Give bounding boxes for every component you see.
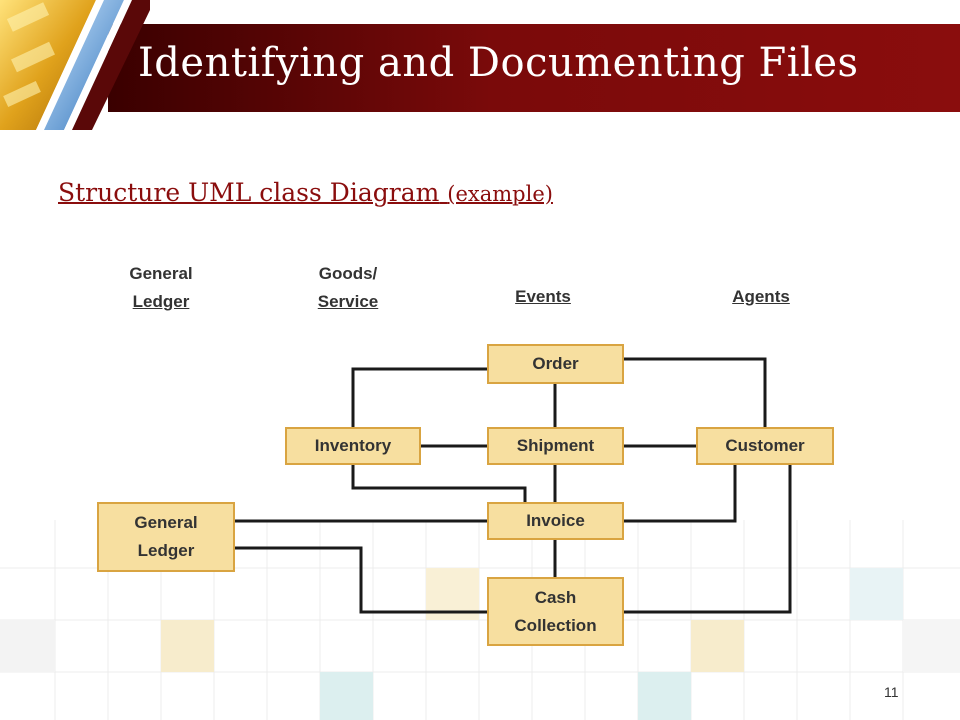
line-order-inventory [351,367,488,428]
node-cash-collection: Cash Collection [487,577,624,646]
node-label: Ledger [137,541,195,560]
page-number: 11 [884,684,899,700]
column-label-line: Ledger [132,292,190,311]
node-invoice: Invoice [487,502,624,540]
node-inventory: Inventory [285,427,421,465]
node-label: Invoice [526,511,585,530]
node-label: Collection [514,615,597,635]
node-shipment: Shipment [487,427,624,465]
node-label: Shipment [516,436,595,455]
node-label: Inventory [314,436,392,455]
column-label-general-ledger: General Ledger [108,260,214,316]
column-label-line: Goods/ [318,264,378,283]
column-label-goods-service: Goods/ Service [295,260,401,316]
column-label-line: Service [317,292,379,311]
node-general-ledger: General Ledger [97,502,235,572]
line-customer-invoice [623,464,737,523]
line-order-customer [623,357,767,428]
column-label-line: General [129,264,193,283]
subtitle-main: Structure UML class Diagram [58,178,440,207]
node-label: Customer [725,436,805,455]
node-customer: Customer [696,427,834,465]
subtitle-paren: (example) [447,182,553,206]
node-order: Order [487,344,624,384]
line-inventory-invoice [351,464,527,503]
node-label: Order [532,354,579,373]
diagram-subtitle: Structure UML class Diagram (example) [58,178,553,207]
column-label-agents: Agents [708,283,814,311]
line-ledger-cash [234,546,488,614]
node-label: Cash [534,587,577,607]
line-customer-cash [623,464,792,614]
slide-title: Identifying and Documenting Files [138,40,859,86]
node-label: General [134,513,198,532]
column-label-line: Agents [732,287,790,306]
gold-bars-image [0,0,150,130]
column-label-events: Events [490,283,596,311]
column-label-line: Events [515,287,571,306]
header-bar: Identifying and Documenting Files [108,24,960,112]
